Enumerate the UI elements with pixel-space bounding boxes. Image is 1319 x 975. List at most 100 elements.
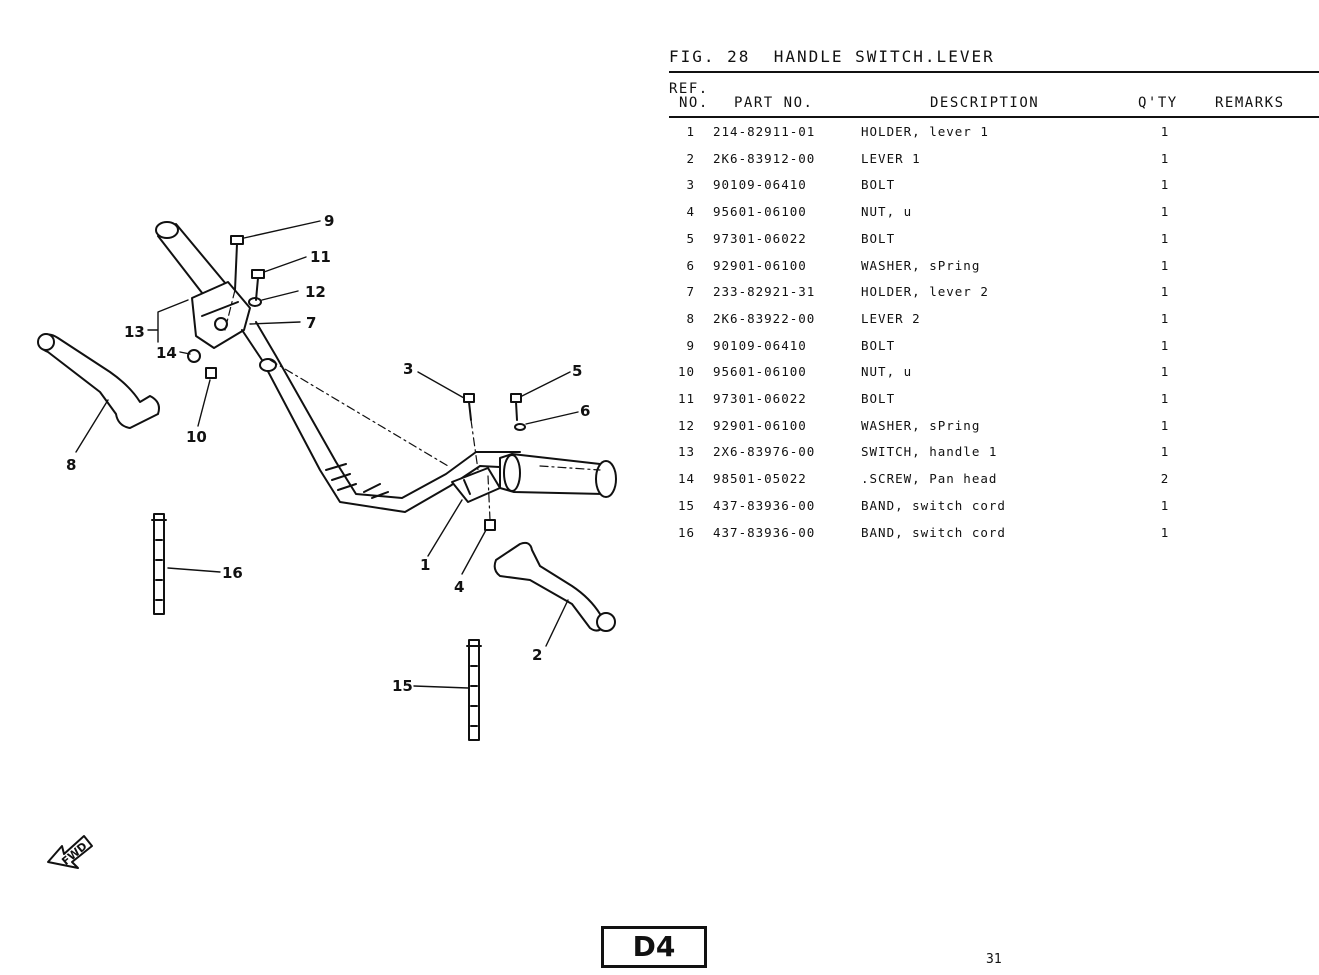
qty-cell: 1 bbox=[1160, 310, 1170, 326]
right-lever-drawing bbox=[493, 541, 616, 632]
assembly-lines bbox=[224, 289, 601, 521]
hardware-drawing bbox=[187, 235, 526, 531]
qty-cell: 1 bbox=[1160, 497, 1170, 513]
description-cell: WASHER, sPring bbox=[861, 417, 981, 433]
callout-10: 10 bbox=[186, 428, 207, 446]
qty-cell: 1 bbox=[1160, 204, 1170, 220]
description-cell: HOLDER, lever 2 bbox=[861, 284, 989, 300]
description-cell: HOLDER, lever 1 bbox=[861, 124, 989, 139]
callout-5: 5 bbox=[572, 362, 582, 380]
part-no-cell: 214-82911-01 bbox=[713, 124, 816, 139]
header-part-no: PART NO. bbox=[734, 95, 814, 111]
callout-16: 16 bbox=[222, 564, 243, 582]
ref-cell: 7 bbox=[686, 284, 695, 300]
part-no-cell: 95601-06100 bbox=[713, 364, 807, 380]
figure-title: FIG. 28 HANDLE SWITCH.LEVER bbox=[669, 47, 995, 66]
header-rule bbox=[669, 116, 1319, 118]
qty-cell: 1 bbox=[1160, 284, 1170, 300]
description-cell: BOLT bbox=[861, 177, 896, 193]
qty-cell: 1 bbox=[1160, 364, 1170, 380]
right-grip-drawing bbox=[499, 453, 617, 498]
table-row: 7 233-82921-31 HOLDER, lever 2 1 bbox=[669, 284, 1319, 304]
ref-cell: 8 bbox=[686, 310, 695, 326]
right-lever-holder-drawing bbox=[451, 467, 501, 503]
header-ref-line2: NO. bbox=[679, 95, 709, 111]
callout-8: 8 bbox=[66, 456, 76, 474]
qty-cell: 1 bbox=[1160, 230, 1170, 246]
part-no-cell: 437-83936-00 bbox=[713, 524, 816, 540]
qty-cell: 1 bbox=[1160, 257, 1170, 273]
qty-cell: 1 bbox=[1160, 177, 1170, 193]
callout-9: 9 bbox=[324, 212, 334, 230]
description-cell: BAND, switch cord bbox=[861, 524, 1006, 540]
ref-cell: 5 bbox=[686, 230, 695, 246]
ref-cell: 2 bbox=[686, 150, 695, 166]
part-no-cell: 437-83936-00 bbox=[713, 497, 816, 513]
description-cell: WASHER, sPring bbox=[861, 257, 981, 273]
qty-cell: 1 bbox=[1160, 124, 1170, 139]
title-rule bbox=[669, 71, 1319, 73]
part-no-cell: 2X6-83976-00 bbox=[713, 444, 816, 460]
callout-1: 1 bbox=[420, 556, 430, 574]
ref-cell: 10 bbox=[677, 364, 695, 380]
band-15-drawing bbox=[466, 639, 482, 741]
description-cell: BOLT bbox=[861, 230, 896, 246]
header-description: DESCRIPTION bbox=[930, 95, 1040, 111]
part-no-cell: 233-82921-31 bbox=[713, 284, 816, 300]
callout-11: 11 bbox=[310, 248, 331, 266]
ref-cell: 12 bbox=[677, 417, 695, 433]
part-no-cell: 90109-06410 bbox=[713, 177, 807, 193]
part-no-cell: 95601-06100 bbox=[713, 204, 807, 220]
callout-12: 12 bbox=[305, 283, 326, 301]
callout-6: 6 bbox=[580, 402, 590, 420]
qty-cell: 1 bbox=[1160, 444, 1170, 460]
callout-13: 13 bbox=[124, 323, 145, 341]
left-switch-housing-drawing bbox=[191, 281, 251, 349]
table-row: 14 98501-05022 .SCREW, Pan head 2 bbox=[669, 471, 1319, 491]
callout-4: 4 bbox=[454, 578, 464, 596]
fwd-arrow-drawing bbox=[47, 835, 93, 869]
description-cell: BOLT bbox=[861, 391, 896, 406]
ref-cell: 6 bbox=[686, 257, 695, 273]
callout-3: 3 bbox=[403, 360, 413, 378]
header-remarks: REMARKS bbox=[1215, 95, 1285, 111]
qty-cell: 1 bbox=[1160, 337, 1170, 353]
ref-cell: 4 bbox=[686, 204, 695, 220]
callout-2: 2 bbox=[532, 646, 542, 664]
left-grip-drawing bbox=[155, 221, 227, 299]
section-code-box: D4 bbox=[601, 926, 707, 968]
part-no-cell: 92901-06100 bbox=[713, 257, 807, 273]
part-no-cell: 2K6-83922-00 bbox=[713, 310, 816, 326]
qty-cell: 2 bbox=[1160, 471, 1170, 487]
description-cell: BOLT bbox=[861, 337, 896, 353]
callout-15: 15 bbox=[392, 677, 413, 695]
part-no-cell: 98501-05022 bbox=[713, 471, 807, 487]
callout-7: 7 bbox=[306, 314, 316, 332]
table-row: 6 92901-06100 WASHER, sPring 1 bbox=[669, 258, 1319, 278]
ref-cell: 14 bbox=[677, 471, 695, 487]
left-lever-drawing bbox=[37, 333, 160, 429]
description-cell: BAND, switch cord bbox=[861, 497, 1006, 513]
description-cell: .SCREW, Pan head bbox=[861, 471, 998, 487]
part-no-cell: 92901-06100 bbox=[713, 417, 807, 433]
handlebar-drawing bbox=[241, 321, 521, 513]
description-cell: LEVER 1 bbox=[861, 150, 921, 166]
band-16-drawing bbox=[151, 513, 167, 615]
header-ref-line1: REF. bbox=[669, 81, 709, 97]
ref-cell: 9 bbox=[686, 337, 695, 353]
leader-lines bbox=[75, 220, 579, 689]
description-cell: SWITCH, handle 1 bbox=[861, 444, 998, 460]
qty-cell: 1 bbox=[1160, 524, 1170, 540]
